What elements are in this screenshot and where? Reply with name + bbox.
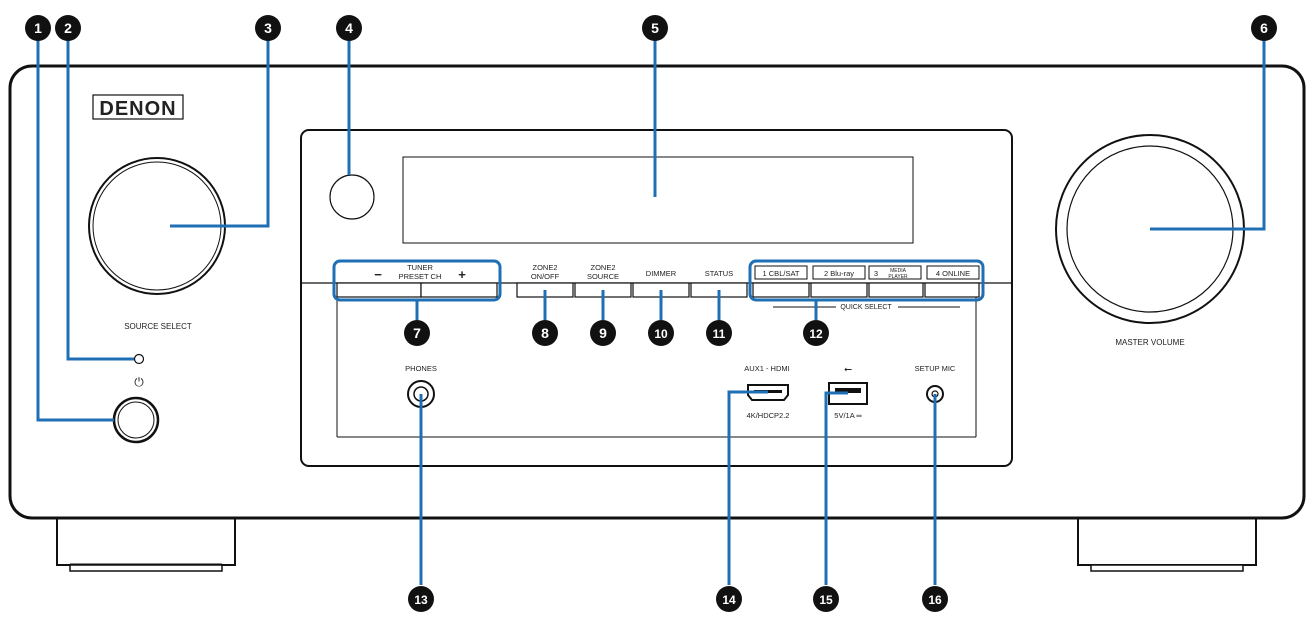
qs1-label-box	[754, 265, 808, 280]
phones-label: PHONES	[405, 364, 437, 373]
callout-9: 9	[590, 320, 616, 346]
quick-select-3-button[interactable]	[868, 282, 924, 298]
leader-14	[727, 390, 768, 585]
callout-7: 7	[404, 320, 430, 346]
preset-plus-label: +	[458, 267, 466, 282]
preset-plus-button[interactable]	[420, 282, 498, 298]
usb-port-tongue	[835, 388, 861, 393]
qs4-label: 4 ONLINE	[936, 269, 970, 278]
setup-mic-label: SETUP MIC	[915, 364, 956, 373]
leader-3	[170, 40, 270, 228]
qs2-label: 2 Blu-ray	[824, 269, 854, 278]
callout-1: 1	[25, 15, 51, 41]
svg-text:16: 16	[928, 593, 942, 607]
quick-select-highlight-box	[748, 259, 985, 302]
remote-sensor	[329, 174, 375, 220]
left-foot	[56, 514, 236, 572]
zone2-source-label-1: ZONE2	[590, 263, 615, 272]
brand-logo-box	[92, 94, 184, 120]
leader-6	[1150, 40, 1266, 231]
callout-13: 13	[408, 586, 434, 612]
preset-minus-label: −	[374, 267, 382, 282]
callout-16: 16	[922, 586, 948, 612]
svg-text:12: 12	[809, 327, 823, 341]
leader-2	[66, 40, 134, 361]
callout-3: 3	[255, 15, 281, 41]
power-button-inner	[117, 401, 155, 439]
qs2-label-box	[812, 265, 866, 280]
leader-lines	[36, 40, 1266, 585]
callout-5: 5	[642, 15, 668, 41]
tuner-label: TUNER	[407, 263, 433, 272]
dimmer-label: DIMMER	[646, 269, 677, 278]
hdcp-label: 4K/HDCP2.2	[747, 411, 790, 420]
svg-text:10: 10	[654, 327, 668, 341]
qs1-label: 1 CBL/SAT	[763, 269, 800, 278]
svg-text:4: 4	[345, 20, 353, 36]
callout-4: 4	[336, 15, 362, 41]
svg-text:13: 13	[414, 593, 428, 607]
right-foot	[1077, 514, 1257, 572]
qs3-number: 3	[874, 269, 878, 278]
status-label: STATUS	[705, 269, 733, 278]
callout-15: 15	[813, 586, 839, 612]
svg-text:6: 6	[1260, 20, 1268, 36]
callout-10: 10	[648, 320, 674, 346]
front-buttons	[336, 282, 980, 298]
zone2-source-label-2: SOURCE	[587, 272, 619, 281]
callout-11: 11	[706, 320, 732, 346]
qs3-label-1: MEDIA	[890, 268, 907, 274]
callout-12: 12	[803, 320, 829, 346]
leader-1	[36, 40, 114, 422]
master-volume-label: MASTER VOLUME	[1115, 338, 1184, 347]
svg-text:9: 9	[599, 325, 607, 341]
callout-8: 8	[532, 320, 558, 346]
zone2-onoff-label-2: ON/OFF	[531, 272, 560, 281]
quick-select-1-button[interactable]	[752, 282, 810, 298]
zone2-onoff-label-1: ZONE2	[532, 263, 557, 272]
qs4-label-box	[926, 265, 980, 280]
standby-indicator	[133, 353, 145, 365]
brand-logo: DENON	[99, 98, 176, 120]
svg-text:14: 14	[722, 593, 736, 607]
quick-select-label: QUICK SELECT	[840, 304, 892, 311]
power-symbol: ⏻	[134, 375, 144, 389]
qs3-label-box	[868, 265, 922, 280]
svg-text:2: 2	[64, 20, 72, 36]
qs3-label-2: PLAYER	[888, 274, 908, 280]
svg-text:7: 7	[413, 325, 421, 341]
usb-icon: ⭠	[844, 364, 852, 375]
source-select-label: SOURCE SELECT	[124, 322, 192, 331]
preset-ch-label: PRESET CH	[399, 272, 442, 281]
svg-text:15: 15	[819, 593, 833, 607]
aux1-hdmi-label: AUX1 - HDMI	[744, 364, 789, 373]
svg-text:3: 3	[264, 20, 272, 36]
display-window	[402, 156, 914, 244]
preset-minus-button[interactable]	[336, 282, 422, 298]
quick-select-2-button[interactable]	[810, 282, 868, 298]
power-button[interactable]	[112, 396, 160, 444]
usb-rating-label: 5V/1A ═	[834, 411, 862, 420]
quick-select-4-button[interactable]	[924, 282, 980, 298]
svg-text:11: 11	[713, 327, 726, 341]
callout-14: 14	[716, 586, 742, 612]
svg-text:8: 8	[541, 325, 549, 341]
callout-6: 6	[1251, 15, 1277, 41]
callout-2: 2	[55, 15, 81, 41]
svg-text:5: 5	[651, 20, 659, 36]
svg-text:1: 1	[34, 20, 42, 36]
leader-15	[824, 391, 848, 585]
